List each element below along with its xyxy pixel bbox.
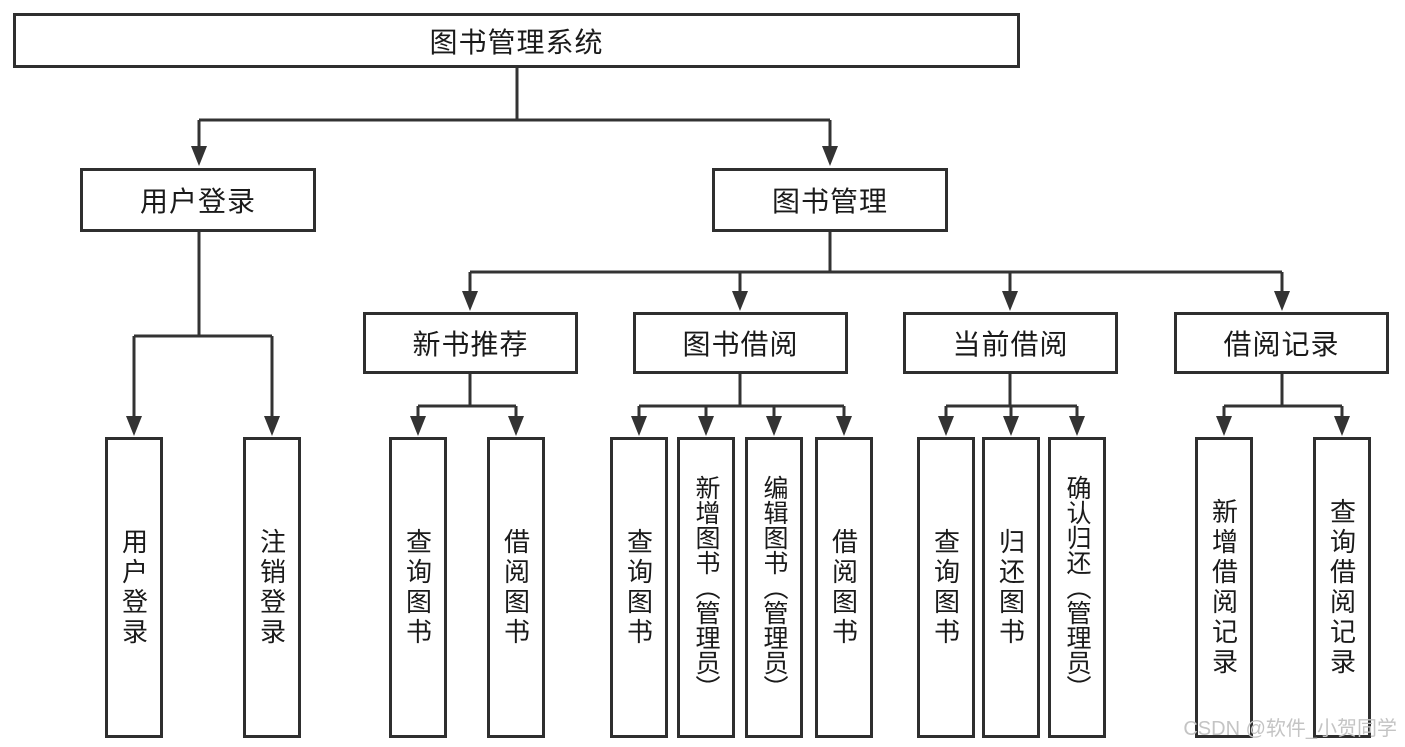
leaf-user-login: 用户登录 <box>105 437 163 738</box>
node-borrow-records-label: 借阅记录 <box>1223 329 1340 360</box>
node-book-borrow: 图书借阅 <box>633 312 848 374</box>
leaf-records-add-record-label: 新增借阅记录 <box>1208 497 1239 678</box>
node-user-login-label: 用户登录 <box>139 186 256 217</box>
book-mgmt-split-line <box>470 232 1282 274</box>
user-login-split-line <box>134 232 272 338</box>
leaf-current-query-books-label: 查询图书 <box>930 527 961 648</box>
leaf-borrow-edit-books-admin-label: 编辑图书（管理员） <box>760 475 788 700</box>
leaf-newbook-borrow-books-label: 借阅图书 <box>500 527 531 648</box>
leaf-records-add-record: 新增借阅记录 <box>1195 437 1253 738</box>
leaf-records-query-record-label: 查询借阅记录 <box>1326 497 1357 678</box>
node-root-label: 图书管理系统 <box>429 26 604 58</box>
leaf-records-query-record: 查询借阅记录 <box>1313 437 1371 738</box>
current-split-line <box>946 374 1077 408</box>
node-root: 图书管理系统 <box>13 13 1020 68</box>
leaf-newbook-query-books-label: 查询图书 <box>402 527 433 648</box>
leaf-current-confirm-return-admin-label: 确认归还（管理员） <box>1063 475 1091 700</box>
leaf-borrow-add-books-admin: 新增图书（管理员） <box>677 437 735 738</box>
leaf-borrow-borrow-books: 借阅图书 <box>815 437 873 738</box>
node-current-borrow-label: 当前借阅 <box>952 329 1069 360</box>
node-book-borrow-label: 图书借阅 <box>682 329 799 360</box>
node-new-book-recommend: 新书推荐 <box>363 312 578 374</box>
node-user-login: 用户登录 <box>80 168 316 232</box>
records-split-line <box>1224 374 1342 408</box>
arrowheads <box>126 146 1350 436</box>
leaf-current-confirm-return-admin: 确认归还（管理员） <box>1048 437 1106 738</box>
leaf-borrow-borrow-books-label: 借阅图书 <box>828 527 859 648</box>
leaf-borrow-add-books-admin-label: 新增图书（管理员） <box>692 475 720 700</box>
leaf-logout: 注销登录 <box>243 437 301 738</box>
node-book-management: 图书管理 <box>712 168 948 232</box>
node-book-management-label: 图书管理 <box>771 186 888 217</box>
leaf-borrow-query-books: 查询图书 <box>610 437 668 738</box>
leaf-logout-label: 注销登录 <box>256 527 287 648</box>
new-book-split-line <box>418 374 516 408</box>
leaf-user-login-label: 用户登录 <box>118 527 149 648</box>
node-borrow-records: 借阅记录 <box>1174 312 1389 374</box>
node-current-borrow: 当前借阅 <box>903 312 1118 374</box>
leaf-current-return-books-label: 归还图书 <box>995 527 1026 648</box>
leaf-borrow-edit-books-admin: 编辑图书（管理员） <box>745 437 803 738</box>
node-new-book-recommend-label: 新书推荐 <box>412 329 529 360</box>
leaf-current-return-books: 归还图书 <box>982 437 1040 738</box>
leaf-borrow-query-books-label: 查询图书 <box>623 527 654 648</box>
leaf-newbook-query-books: 查询图书 <box>389 437 447 738</box>
csdn-watermark: CSDN @软件_小贺同学 <box>1183 718 1397 740</box>
root-stem-line <box>199 68 830 122</box>
leaf-newbook-borrow-books: 借阅图书 <box>487 437 545 738</box>
borrow-split-line <box>639 374 844 408</box>
leaf-current-query-books: 查询图书 <box>917 437 975 738</box>
